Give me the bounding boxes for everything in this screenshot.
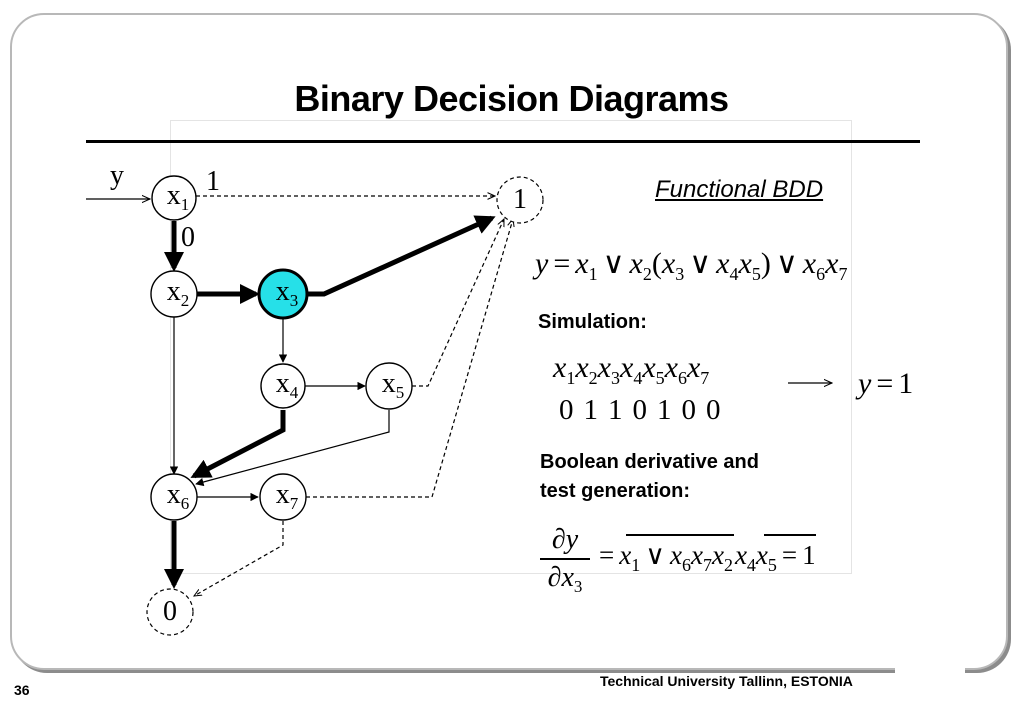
overline-2	[764, 534, 816, 536]
node-label-x6: x6	[166, 479, 190, 513]
simulation-label: Simulation:	[538, 311, 647, 333]
edge-x5-t1	[412, 219, 505, 387]
embedded-object-frame	[170, 120, 852, 574]
edge-label-1: 1	[206, 166, 220, 197]
node-label-x1: x1	[166, 180, 190, 214]
node-x6	[150, 473, 198, 521]
simulation-result: y=1	[858, 367, 914, 400]
edge-label-0: 0	[181, 222, 195, 253]
functional-bdd-label: Functional BDD	[655, 176, 824, 203]
terminal-0	[146, 588, 194, 636]
node-label-x7: x7	[275, 479, 299, 513]
terminal-label-0: 0	[163, 596, 177, 627]
node-x7	[259, 473, 307, 521]
derivative-label-line-2: test generation:	[540, 480, 691, 502]
simulation-variables: x1x2x3x4x5x6x7	[553, 351, 710, 388]
node-label-x2: x2	[166, 276, 190, 310]
edge-x7-t1	[306, 219, 513, 498]
edge-x5-x6	[195, 410, 390, 487]
boolean-function-equation: y=x1∨x2(x3∨x4x5)∨x6x7	[535, 247, 848, 284]
node-x5	[365, 362, 413, 410]
overline-1	[626, 534, 734, 536]
derivative-denominator: ∂x3	[547, 561, 583, 596]
page-number: 36	[14, 682, 30, 698]
fraction-bar	[540, 558, 590, 560]
derivative-expression: =x1∨x6x7x2x4x5=1	[599, 540, 816, 575]
terminal-1	[496, 176, 544, 224]
footer-text: Technical University Tallinn, ESTONIA	[600, 673, 853, 689]
node-x3	[257, 268, 309, 320]
edge-x4-x6	[190, 410, 286, 479]
page-title: Binary Decision Diagrams	[294, 78, 729, 119]
node-x2	[150, 270, 198, 318]
input-label-y: y	[110, 160, 124, 191]
derivative-numerator: ∂y	[551, 524, 579, 555]
node-label-x3: x3	[275, 276, 299, 310]
derivative-fraction: ∂y ∂x3	[540, 524, 590, 596]
edge-x7-t0	[194, 521, 284, 596]
node-x1	[151, 175, 197, 221]
node-label-x5: x5	[381, 368, 405, 402]
derivative-label-line-1: Boolean derivative and	[540, 451, 759, 473]
node-x4	[260, 363, 306, 409]
node-label-x4: x4	[275, 368, 299, 402]
terminal-label-1: 1	[513, 184, 527, 215]
title-underline	[86, 140, 920, 143]
edge-x3-t1	[307, 215, 496, 297]
